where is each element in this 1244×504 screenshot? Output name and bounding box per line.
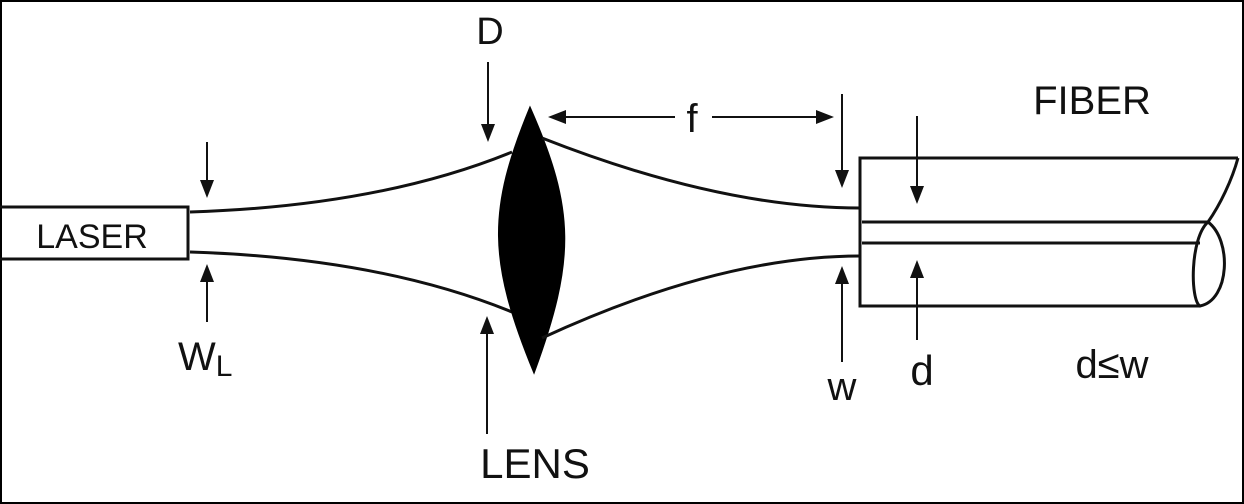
- beam-upper-left: [189, 150, 513, 214]
- laser-box: [0, 205, 190, 261]
- arrow-f-left-head: [548, 110, 566, 124]
- arrow-d-head: [481, 124, 495, 142]
- label-waist-laser: WL: [178, 335, 232, 383]
- arrow-f-right-head: [816, 110, 834, 124]
- arrow-w-bottom-head: [835, 266, 849, 284]
- fiber-cladding: [858, 156, 1238, 308]
- beam-lower-left: [189, 250, 513, 314]
- arrow-lens-head: [480, 316, 494, 334]
- label-fiber: FIBER: [1033, 79, 1151, 123]
- arrow-wl-bottom-head: [200, 264, 214, 282]
- label-d-top: D: [476, 11, 503, 53]
- arrow-d-core-top-head: [910, 186, 924, 204]
- arrow-w-top-head: [835, 170, 849, 188]
- fiber-end-ellipse: [1191, 220, 1226, 308]
- beam-lower-right: [541, 254, 861, 340]
- label-focal-length: f: [686, 97, 698, 141]
- arrow-wl-top-head: [200, 180, 214, 198]
- label-core-diameter: d: [910, 347, 933, 394]
- label-laser: LASER: [36, 218, 148, 256]
- fiber-break-top: [1206, 157, 1240, 223]
- arrow-d-core-bottom-head: [910, 260, 924, 278]
- label-lens: LENS: [480, 440, 590, 487]
- label-waist-fiber: w: [827, 365, 857, 409]
- label-waist-laser-sub: L: [216, 350, 233, 383]
- label-waist-laser-main: W: [178, 335, 216, 379]
- lens-shape: [498, 105, 566, 375]
- label-condition: d≤w: [1075, 343, 1148, 387]
- beam-upper-right: [541, 136, 861, 210]
